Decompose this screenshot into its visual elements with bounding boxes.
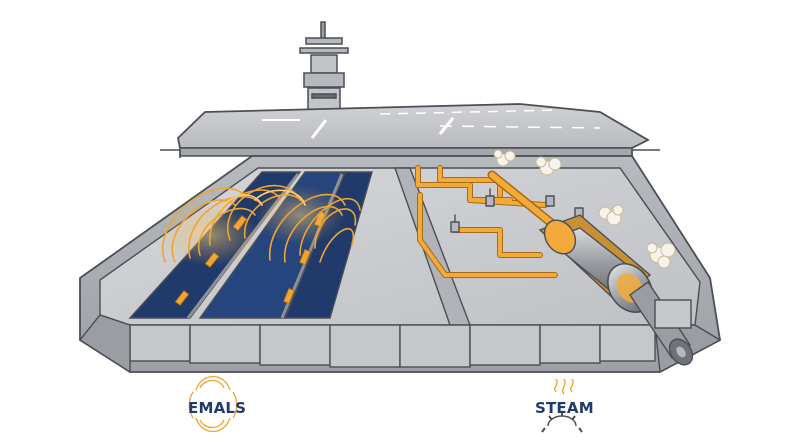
steam-puff-1 [493, 149, 516, 167]
emals-magnetic-field [160, 184, 361, 267]
steam-puff-3 [598, 204, 624, 226]
emals-field-icon [188, 375, 238, 433]
island-superstructure [299, 21, 349, 111]
steam-label: STEAM [535, 399, 594, 417]
steam-cylinder [538, 214, 694, 366]
steam-piping [415, 165, 584, 278]
steam-puff-4 [646, 242, 676, 269]
steam-puffs [493, 149, 676, 269]
steam-gear-icon [541, 378, 583, 433]
flight-deck [160, 103, 660, 158]
emals-label: EMALS [188, 399, 247, 417]
steam-puff-2 [535, 156, 562, 176]
